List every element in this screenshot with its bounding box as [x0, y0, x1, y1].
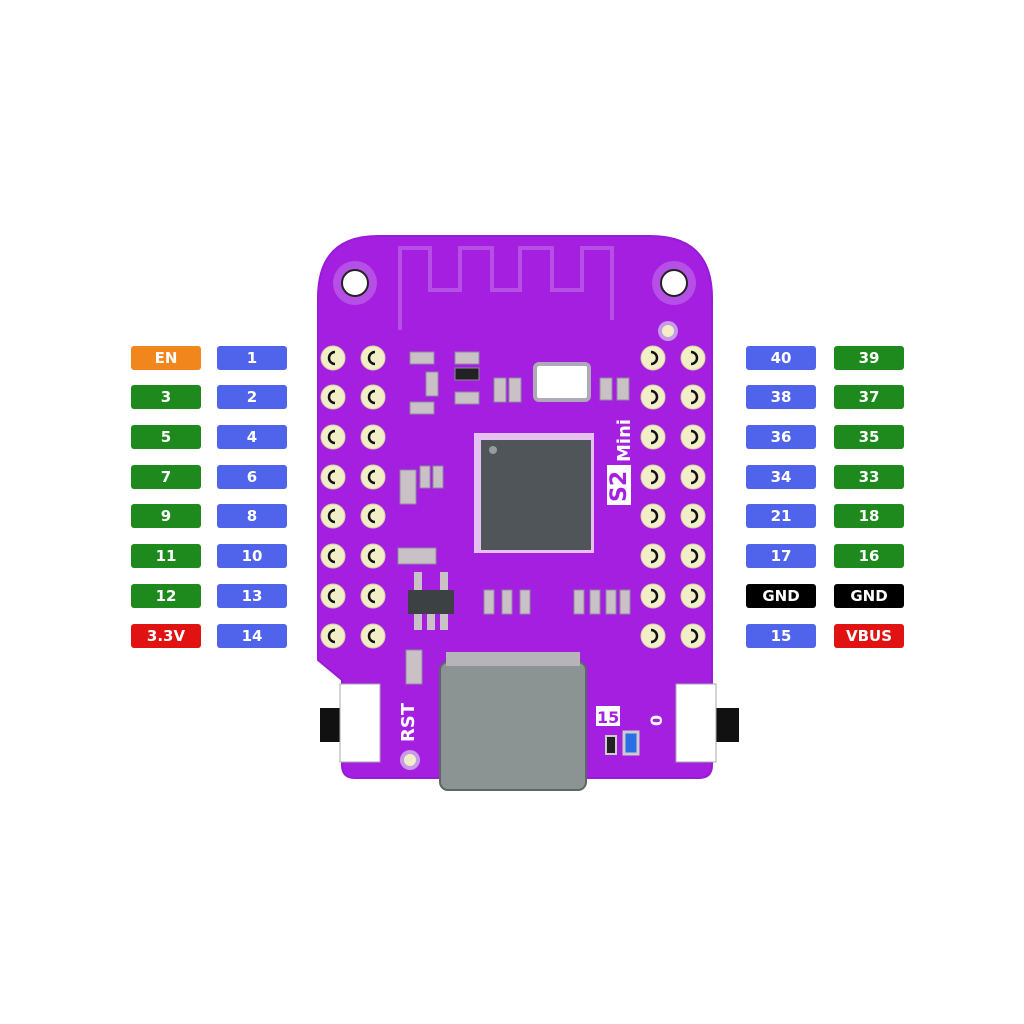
header-pad: [680, 384, 706, 410]
header-pad: [360, 345, 386, 371]
header-pad: [640, 503, 666, 529]
header-pad: [640, 623, 666, 649]
pin-label-21: 21: [746, 504, 816, 528]
pin-label-6: 6: [217, 465, 287, 489]
header-pad: [680, 583, 706, 609]
header-pad: [360, 384, 386, 410]
header-pad: [320, 543, 346, 569]
header-pad: [320, 464, 346, 490]
header-pad: [680, 424, 706, 450]
pin-label-16: 16: [834, 544, 904, 568]
header-pad: [680, 623, 706, 649]
pin-label-10: 10: [217, 544, 287, 568]
silkscreen-0: 0: [647, 715, 666, 726]
header-pad: [680, 543, 706, 569]
pin-label-33: 33: [834, 465, 904, 489]
smd-components: [397, 351, 631, 685]
pin-label-15: 15: [746, 624, 816, 648]
pin-label-8: 8: [217, 504, 287, 528]
header-pad: [640, 345, 666, 371]
pin-label-33v: 3.3V: [131, 624, 201, 648]
header-pad: [360, 543, 386, 569]
pin-label-gnd: GND: [746, 584, 816, 608]
header-pad: [640, 464, 666, 490]
header-pad: [320, 424, 346, 450]
right-header-pads: [640, 345, 706, 649]
header-pad: [360, 424, 386, 450]
header-pad: [680, 345, 706, 371]
pin-label-38: 38: [746, 385, 816, 409]
header-pad: [360, 464, 386, 490]
silkscreen-s2: S2: [607, 471, 632, 502]
reset-button[interactable]: [320, 683, 381, 763]
pin-label-36: 36: [746, 425, 816, 449]
pin-label-18: 18: [834, 504, 904, 528]
boot-button[interactable]: [675, 683, 739, 763]
header-pad: [680, 503, 706, 529]
left-header-pads: [320, 345, 386, 649]
pin-label-11: 11: [131, 544, 201, 568]
pin-label-2: 2: [217, 385, 287, 409]
pin-label-vbus: VBUS: [834, 624, 904, 648]
voltage-regulator: [408, 590, 454, 614]
header-pad: [320, 345, 346, 371]
header-pad: [640, 424, 666, 450]
header-pad: [320, 583, 346, 609]
pin-label-13: 13: [217, 584, 287, 608]
header-pad: [640, 543, 666, 569]
crystal: [533, 362, 591, 402]
header-pad: [360, 623, 386, 649]
antenna-trace: [398, 246, 614, 330]
pin-label-7: 7: [131, 465, 201, 489]
pin-label-en: EN: [131, 346, 201, 370]
header-pad: [320, 623, 346, 649]
pin-label-17: 17: [746, 544, 816, 568]
pin-label-4: 4: [217, 425, 287, 449]
header-pad: [320, 503, 346, 529]
pin-label-40: 40: [746, 346, 816, 370]
header-pad: [640, 384, 666, 410]
pin-label-1: 1: [217, 346, 287, 370]
silkscreen-15: 15: [597, 708, 619, 727]
pin-label-12: 12: [131, 584, 201, 608]
pin-label-gnd: GND: [834, 584, 904, 608]
pin-label-34: 34: [746, 465, 816, 489]
header-pad: [360, 583, 386, 609]
pin-label-39: 39: [834, 346, 904, 370]
led: [622, 730, 640, 756]
header-pad: [640, 583, 666, 609]
pin-label-37: 37: [834, 385, 904, 409]
pin-label-9: 9: [131, 504, 201, 528]
pin-label-3: 3: [131, 385, 201, 409]
header-pad: [320, 384, 346, 410]
usb-c-connector: [439, 661, 587, 791]
silkscreen-rst: RST: [398, 702, 419, 742]
pin-label-14: 14: [217, 624, 287, 648]
pin-label-35: 35: [834, 425, 904, 449]
silkscreen-mini: Mini: [614, 419, 635, 462]
header-pad: [360, 503, 386, 529]
pin-label-5: 5: [131, 425, 201, 449]
header-pad: [680, 464, 706, 490]
